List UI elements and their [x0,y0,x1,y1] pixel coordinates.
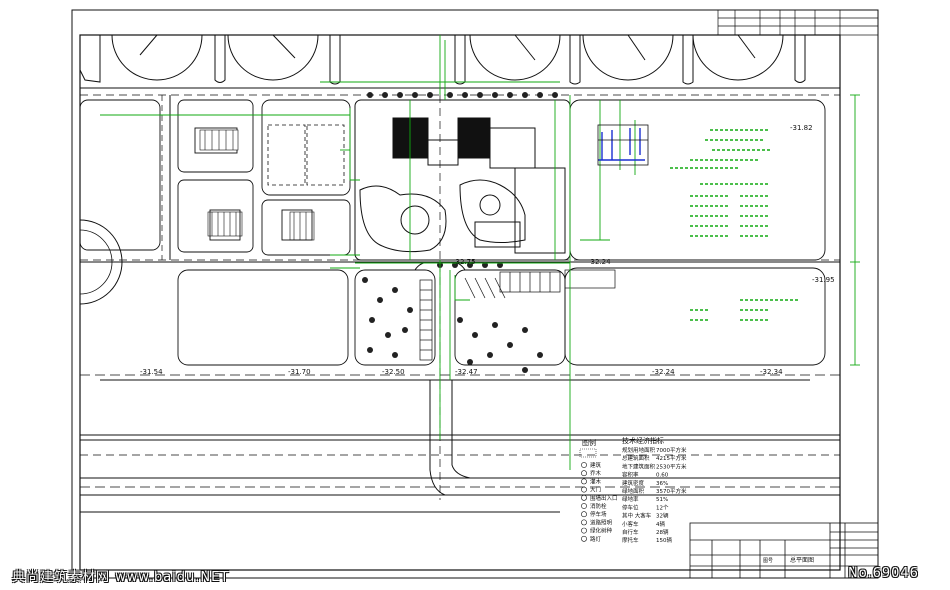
stats-row-label: 绿地面积 [622,487,645,495]
pump-station [598,128,645,161]
legend-symbol [581,519,587,526]
legend-symbol [581,503,587,509]
elevation-label-5: -31.54 [140,368,163,376]
green-dimension-lines [100,35,636,470]
stats-title: 技术经济指标 [622,436,664,445]
parking-stalls [419,269,616,361]
drawing-number-field: 图号 [763,558,773,564]
outer-frame [71,9,879,579]
legend-item-label: 围墙出入口 [590,494,618,502]
stats-row-value: 150辆 [656,536,672,544]
stats-row-value: 4辆 [656,520,665,528]
legend-item-label: 大门 [590,486,601,494]
legend-symbol [581,462,587,468]
legend-item-label: 绿化树种 [590,527,613,535]
stats-row-label: 规划用地面积 [622,446,656,454]
stats-row-value: 7000平方米 [656,446,687,454]
right-dimension-chain [850,94,860,366]
legend-item-label: 路灯 [590,535,602,543]
elevation-label-3: -32.24 [588,258,611,266]
hatched-buildings [199,129,315,241]
legend-item-label: 消防栓 [590,502,607,510]
legend-item-label: 停车场 [590,510,607,518]
left-tank [79,219,123,305]
stats-row-value: 3570平方米 [656,487,687,495]
stats-row-label: 总建筑面积 [622,454,650,462]
pump-frame [597,124,649,166]
elevation-label-1: -31.82 [790,124,813,132]
elevation-label-8: -32.47 [455,368,478,376]
legend-item-label: 乔木 [590,469,602,477]
drawing-name: 总平面图 [790,556,814,564]
stats-row-value: 36% [656,481,668,487]
basins [267,124,345,186]
stats-row-label: 建筑密度 [622,479,645,487]
stats-row-label: 容积率 [622,471,639,479]
watermark-right: No.69046 [848,566,919,581]
legend-item-label: 道路照明 [590,518,613,526]
watermark-left: 典尚建筑素材网 www.baidu.NET [12,570,230,585]
stats-row-value: 0.60 [656,473,669,479]
inner-frame [79,34,841,571]
tank-block-outlines [79,35,806,85]
stats-row-value: 12个 [656,504,669,511]
stats-row-value: 51% [656,497,668,503]
stats-row-value: 4215平方米 [656,454,687,462]
storage-tanks [111,34,784,81]
stats-row-label: 自行车 [622,528,639,536]
legend-symbol [581,470,587,477]
stats-row-label: 停车位 [622,503,639,511]
legend-symbol [581,535,587,542]
legend-symbol [581,494,587,501]
stats-row-value: 2530平方米 [656,462,687,470]
legend-symbol [581,511,587,518]
stats-row-label: 摩托车 [622,536,639,544]
road-lines [80,87,840,513]
legend-symbol [581,527,587,534]
legend-item-label: 灌木 [590,477,602,485]
stats-row-label: 地下建筑面积 [622,462,656,470]
stats-row-label: 小客车 [622,520,639,528]
elevation-label-9: -32.24 [652,368,675,376]
legend-header: 图例 [582,438,596,447]
revision-table [717,9,879,36]
stats-row-value: 28辆 [656,528,669,536]
project-site [354,99,826,261]
elevation-label-4: -31.95 [812,276,835,284]
legend-item-label: 建筑 [590,461,602,469]
stats-row-label: 其中 大客车 [622,512,652,520]
title-block [689,522,879,579]
elevation-label-6: -31.70 [288,368,311,376]
tree-symbols [362,92,558,373]
left-tank-inner [79,229,113,295]
green-notes [670,129,800,321]
intersection-curves [414,261,471,496]
elevation-label-2: -32.75 [453,258,476,266]
stats-row-label: 绿地率 [622,495,639,503]
legend-symbol [581,486,587,493]
legend-symbol [581,478,587,485]
elevation-label-7: -32.50 [382,368,405,376]
stats-row-value: 32辆 [656,512,669,520]
elevation-label-10: -32.34 [760,368,783,376]
